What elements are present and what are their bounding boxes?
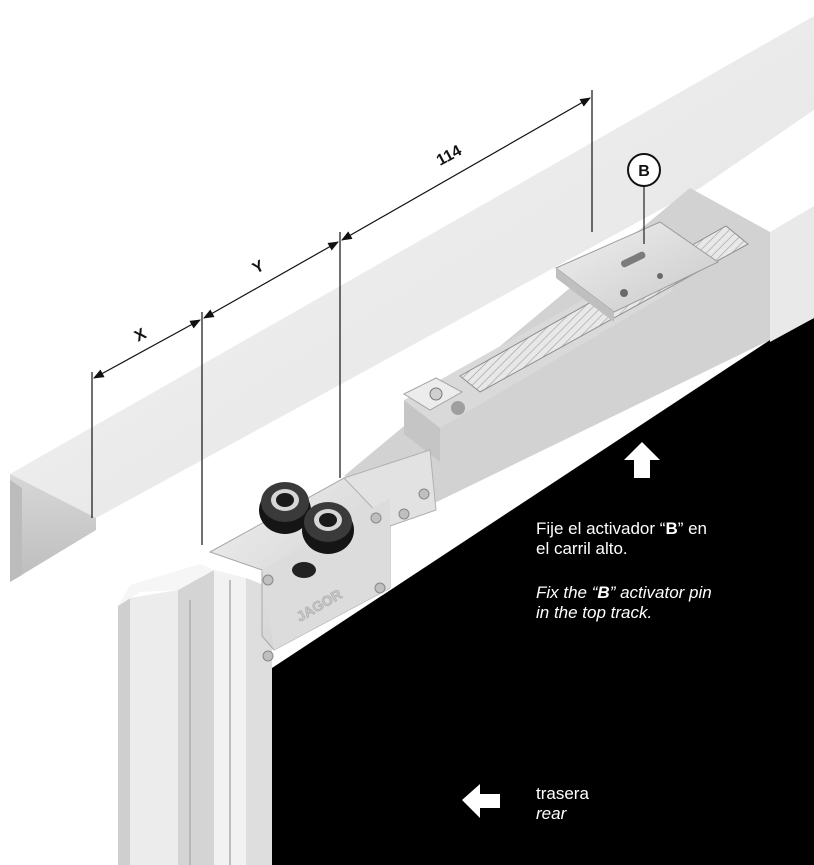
screw-icon <box>429 387 443 401</box>
instruction-en-bold: B <box>597 583 610 602</box>
instruction-spanish: Fije el activador “B” en el carril alto. <box>536 519 707 559</box>
instruction-es-bold: B <box>665 519 678 538</box>
door-frame-profile <box>118 564 272 865</box>
arrow-left-icon <box>462 784 500 818</box>
top-track-edge <box>10 474 96 582</box>
top-track-rail <box>10 16 814 518</box>
roller-wheel-right <box>302 502 354 554</box>
instruction-english: Fix the “B” activator pin in the top tra… <box>536 583 712 623</box>
dimension-114-label: 114 <box>434 142 465 169</box>
callout-b: B <box>627 153 661 187</box>
top-track-end <box>770 206 814 342</box>
dimension-x-label: X <box>132 325 150 345</box>
instruction-en-text: Fix the “ <box>536 583 598 602</box>
trolley-bracket: JAGOR <box>208 449 437 662</box>
door-panel <box>272 318 814 865</box>
instruction-en-text-end: ” activator pin <box>609 583 712 602</box>
dimension-y-label: Y <box>250 257 268 277</box>
dimension-lines <box>91 90 593 545</box>
roller-wheel-left <box>259 482 311 534</box>
instruction-es-text-end: ” en <box>677 519 708 538</box>
direction-label-en: rear <box>536 804 567 823</box>
direction-label-es: trasera <box>536 784 589 803</box>
instruction-es-text: Fije el activador “ <box>536 519 666 538</box>
callout-b-label: B <box>638 163 650 180</box>
instruction-es-line2: el carril alto. <box>536 539 628 558</box>
activator-b-assembly <box>402 186 749 462</box>
arrow-up-icon <box>624 442 660 478</box>
instruction-en-line2: in the top track. <box>536 603 653 622</box>
